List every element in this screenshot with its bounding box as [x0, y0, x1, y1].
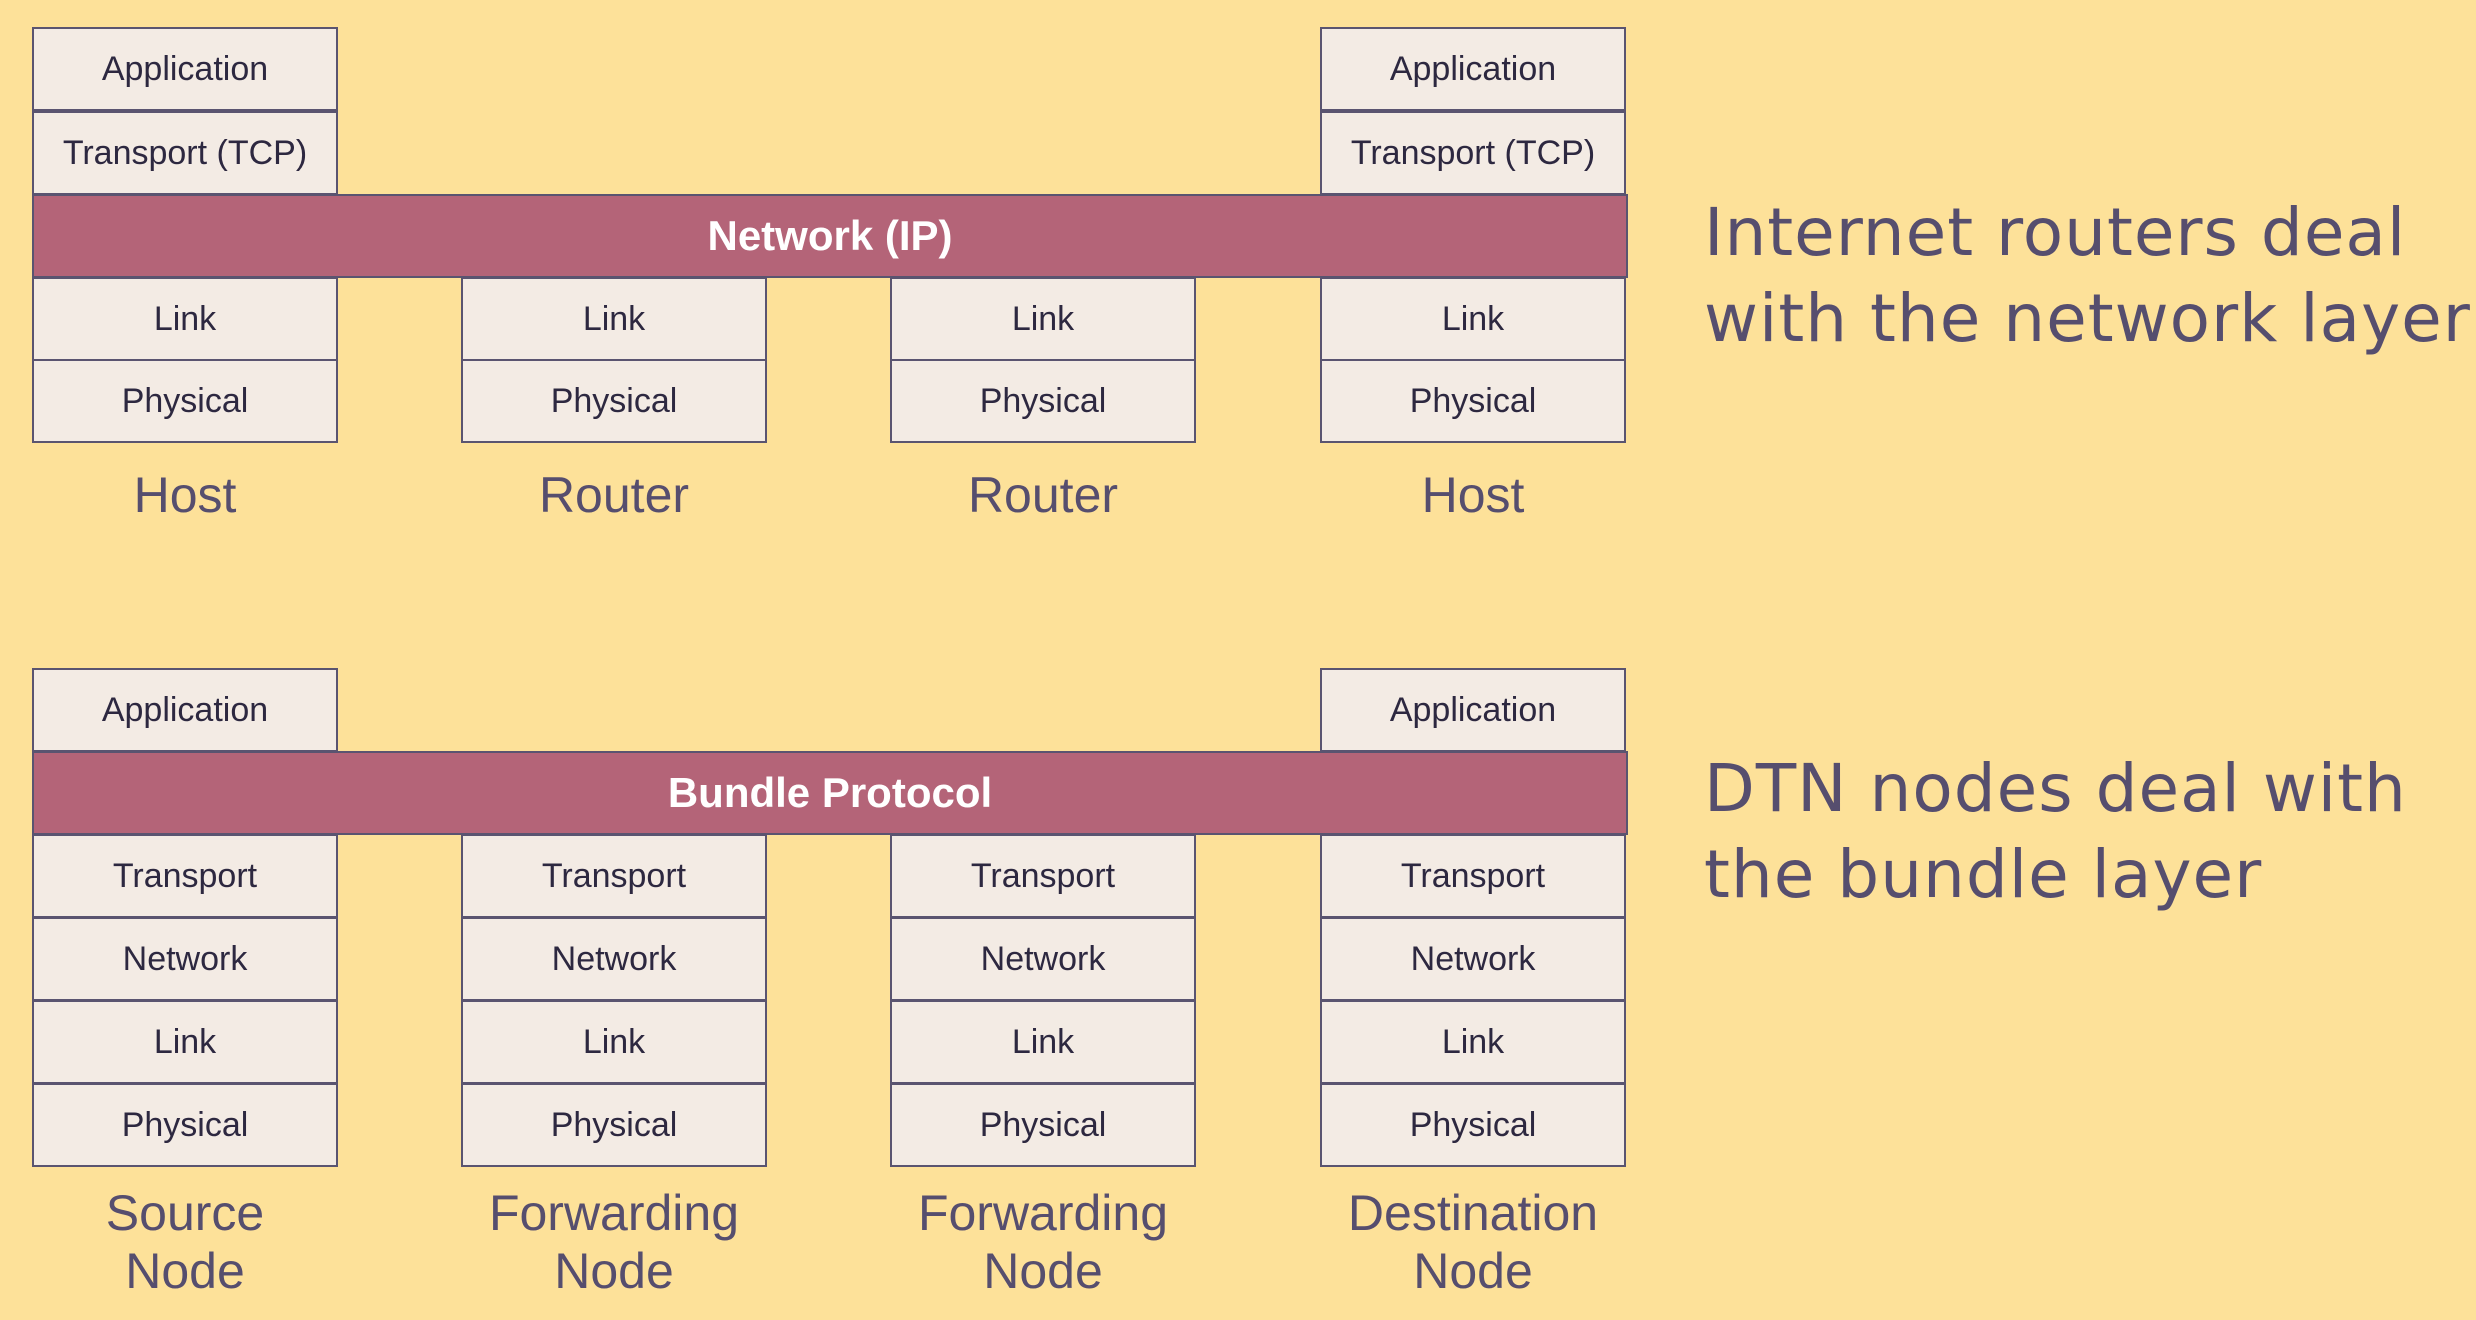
dtn-caption-line-1: DTN nodes deal with	[1704, 750, 2407, 827]
source-physical-layer: Physical	[32, 1083, 338, 1167]
forwarding-2-network-layer: Network	[890, 917, 1196, 1001]
router-2-physical-layer: Physical	[890, 359, 1196, 443]
host-left-physical-layer: Physical	[32, 359, 338, 443]
host-left-link-layer: Link	[32, 277, 338, 361]
host-right-physical-layer: Physical	[1320, 359, 1626, 443]
forwarding-1-physical-layer: Physical	[461, 1083, 767, 1167]
internet-caption-line-1: Internet routers deal	[1704, 194, 2407, 271]
source-link-layer: Link	[32, 1000, 338, 1084]
router-1-physical-layer: Physical	[461, 359, 767, 443]
host-left-application-layer: Application	[32, 27, 338, 111]
host-right-transport-layer: Transport (TCP)	[1320, 111, 1626, 195]
destination-node-label: Destination Node	[1293, 1184, 1653, 1300]
host-right-link-layer: Link	[1320, 277, 1626, 361]
source-application-layer: Application	[32, 668, 338, 752]
router-1-link-layer: Link	[461, 277, 767, 361]
forwarding-1-transport-layer: Transport	[461, 834, 767, 918]
dtn-caption: DTN nodes deal with the bundle layer	[1704, 746, 2407, 918]
host-right-application-layer: Application	[1320, 27, 1626, 111]
forwarding-2-label-line-1: Forwarding	[917, 1185, 1169, 1241]
forwarding-1-label-line-2: Node	[554, 1243, 674, 1299]
router-2-link-layer: Link	[890, 277, 1196, 361]
internet-caption-line-2: with the network layer	[1704, 280, 2471, 357]
source-node-label-line-2: Node	[125, 1243, 245, 1299]
forwarding-2-node-label: Forwarding Node	[863, 1184, 1223, 1300]
forwarding-2-transport-layer: Transport	[890, 834, 1196, 918]
router-1-label: Router	[538, 467, 690, 523]
source-transport-layer: Transport	[32, 834, 338, 918]
network-ip-layer-band: Network (IP)	[32, 194, 1628, 278]
forwarding-1-label-line-1: Forwarding	[488, 1185, 740, 1241]
bundle-protocol-layer-band: Bundle Protocol	[32, 751, 1628, 835]
destination-label-line-2: Node	[1413, 1243, 1533, 1299]
source-network-layer: Network	[32, 917, 338, 1001]
forwarding-1-node-label: Forwarding Node	[434, 1184, 794, 1300]
source-node-label: Source Node	[5, 1184, 365, 1300]
forwarding-2-link-layer: Link	[890, 1000, 1196, 1084]
host-right-label: Host	[1421, 467, 1525, 523]
internet-caption: Internet routers deal with the network l…	[1704, 190, 2471, 362]
destination-network-layer: Network	[1320, 917, 1626, 1001]
destination-physical-layer: Physical	[1320, 1083, 1626, 1167]
forwarding-1-network-layer: Network	[461, 917, 767, 1001]
forwarding-2-physical-layer: Physical	[890, 1083, 1196, 1167]
forwarding-1-link-layer: Link	[461, 1000, 767, 1084]
destination-application-layer: Application	[1320, 668, 1626, 752]
dtn-caption-line-2: the bundle layer	[1704, 836, 2263, 913]
destination-link-layer: Link	[1320, 1000, 1626, 1084]
destination-label-line-1: Destination	[1347, 1185, 1599, 1241]
router-2-label: Router	[967, 467, 1119, 523]
forwarding-2-label-line-2: Node	[983, 1243, 1103, 1299]
destination-transport-layer: Transport	[1320, 834, 1626, 918]
host-left-label: Host	[133, 467, 237, 523]
source-node-label-line-1: Source	[105, 1185, 265, 1241]
